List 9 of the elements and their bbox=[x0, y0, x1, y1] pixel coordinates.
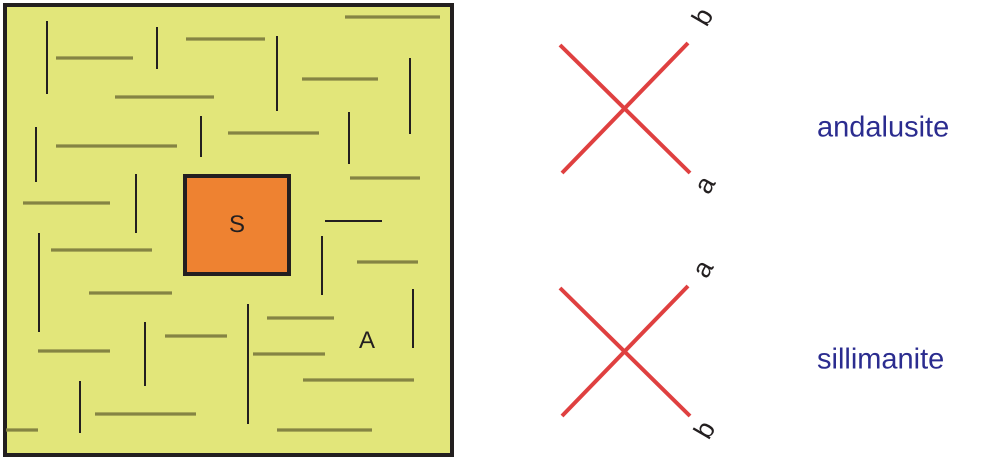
axis-label: b bbox=[690, 416, 720, 444]
axis-label: a bbox=[688, 256, 718, 282]
mineral-letter: S bbox=[228, 213, 245, 237]
axis-label: a bbox=[690, 172, 720, 198]
mineral-letter: A bbox=[359, 329, 376, 353]
axis-label: b bbox=[688, 4, 718, 30]
crystal-square bbox=[183, 174, 291, 276]
mineral-name: sillimanite bbox=[817, 346, 944, 374]
mineral-name: andalusite bbox=[817, 114, 950, 142]
